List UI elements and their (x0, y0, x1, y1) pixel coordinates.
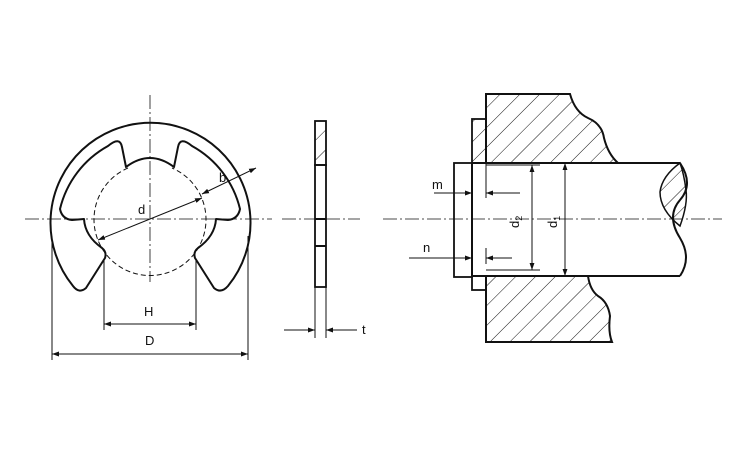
e-ring-installed (453, 162, 473, 278)
label-m: m (432, 177, 443, 192)
label-d: d (138, 202, 145, 217)
side-view: t (282, 120, 366, 338)
shaft-groove-hidden-circle (93, 167, 207, 276)
stop-washer-lower (471, 275, 487, 291)
label-D: D (145, 333, 154, 348)
label-H: H (144, 304, 153, 319)
e-ring-outline (49, 121, 252, 292)
label-d2: d2 (507, 216, 524, 228)
stop-washer-section (471, 118, 487, 164)
b-dimension-line (201, 167, 257, 195)
side-hatched-section (314, 120, 327, 166)
label-b: b (219, 170, 226, 185)
label-d1: d1 (545, 216, 562, 228)
side-body (314, 164, 327, 288)
d-dimension-line (97, 197, 203, 241)
label-n: n (423, 240, 430, 255)
shaft-break-hatch (659, 161, 688, 228)
housing-lower (485, 275, 614, 343)
front-view: d b H D (25, 95, 272, 360)
housing-upper (485, 93, 621, 164)
label-t: t (362, 322, 366, 337)
assembly-view: d2 d1 m n (383, 93, 722, 343)
